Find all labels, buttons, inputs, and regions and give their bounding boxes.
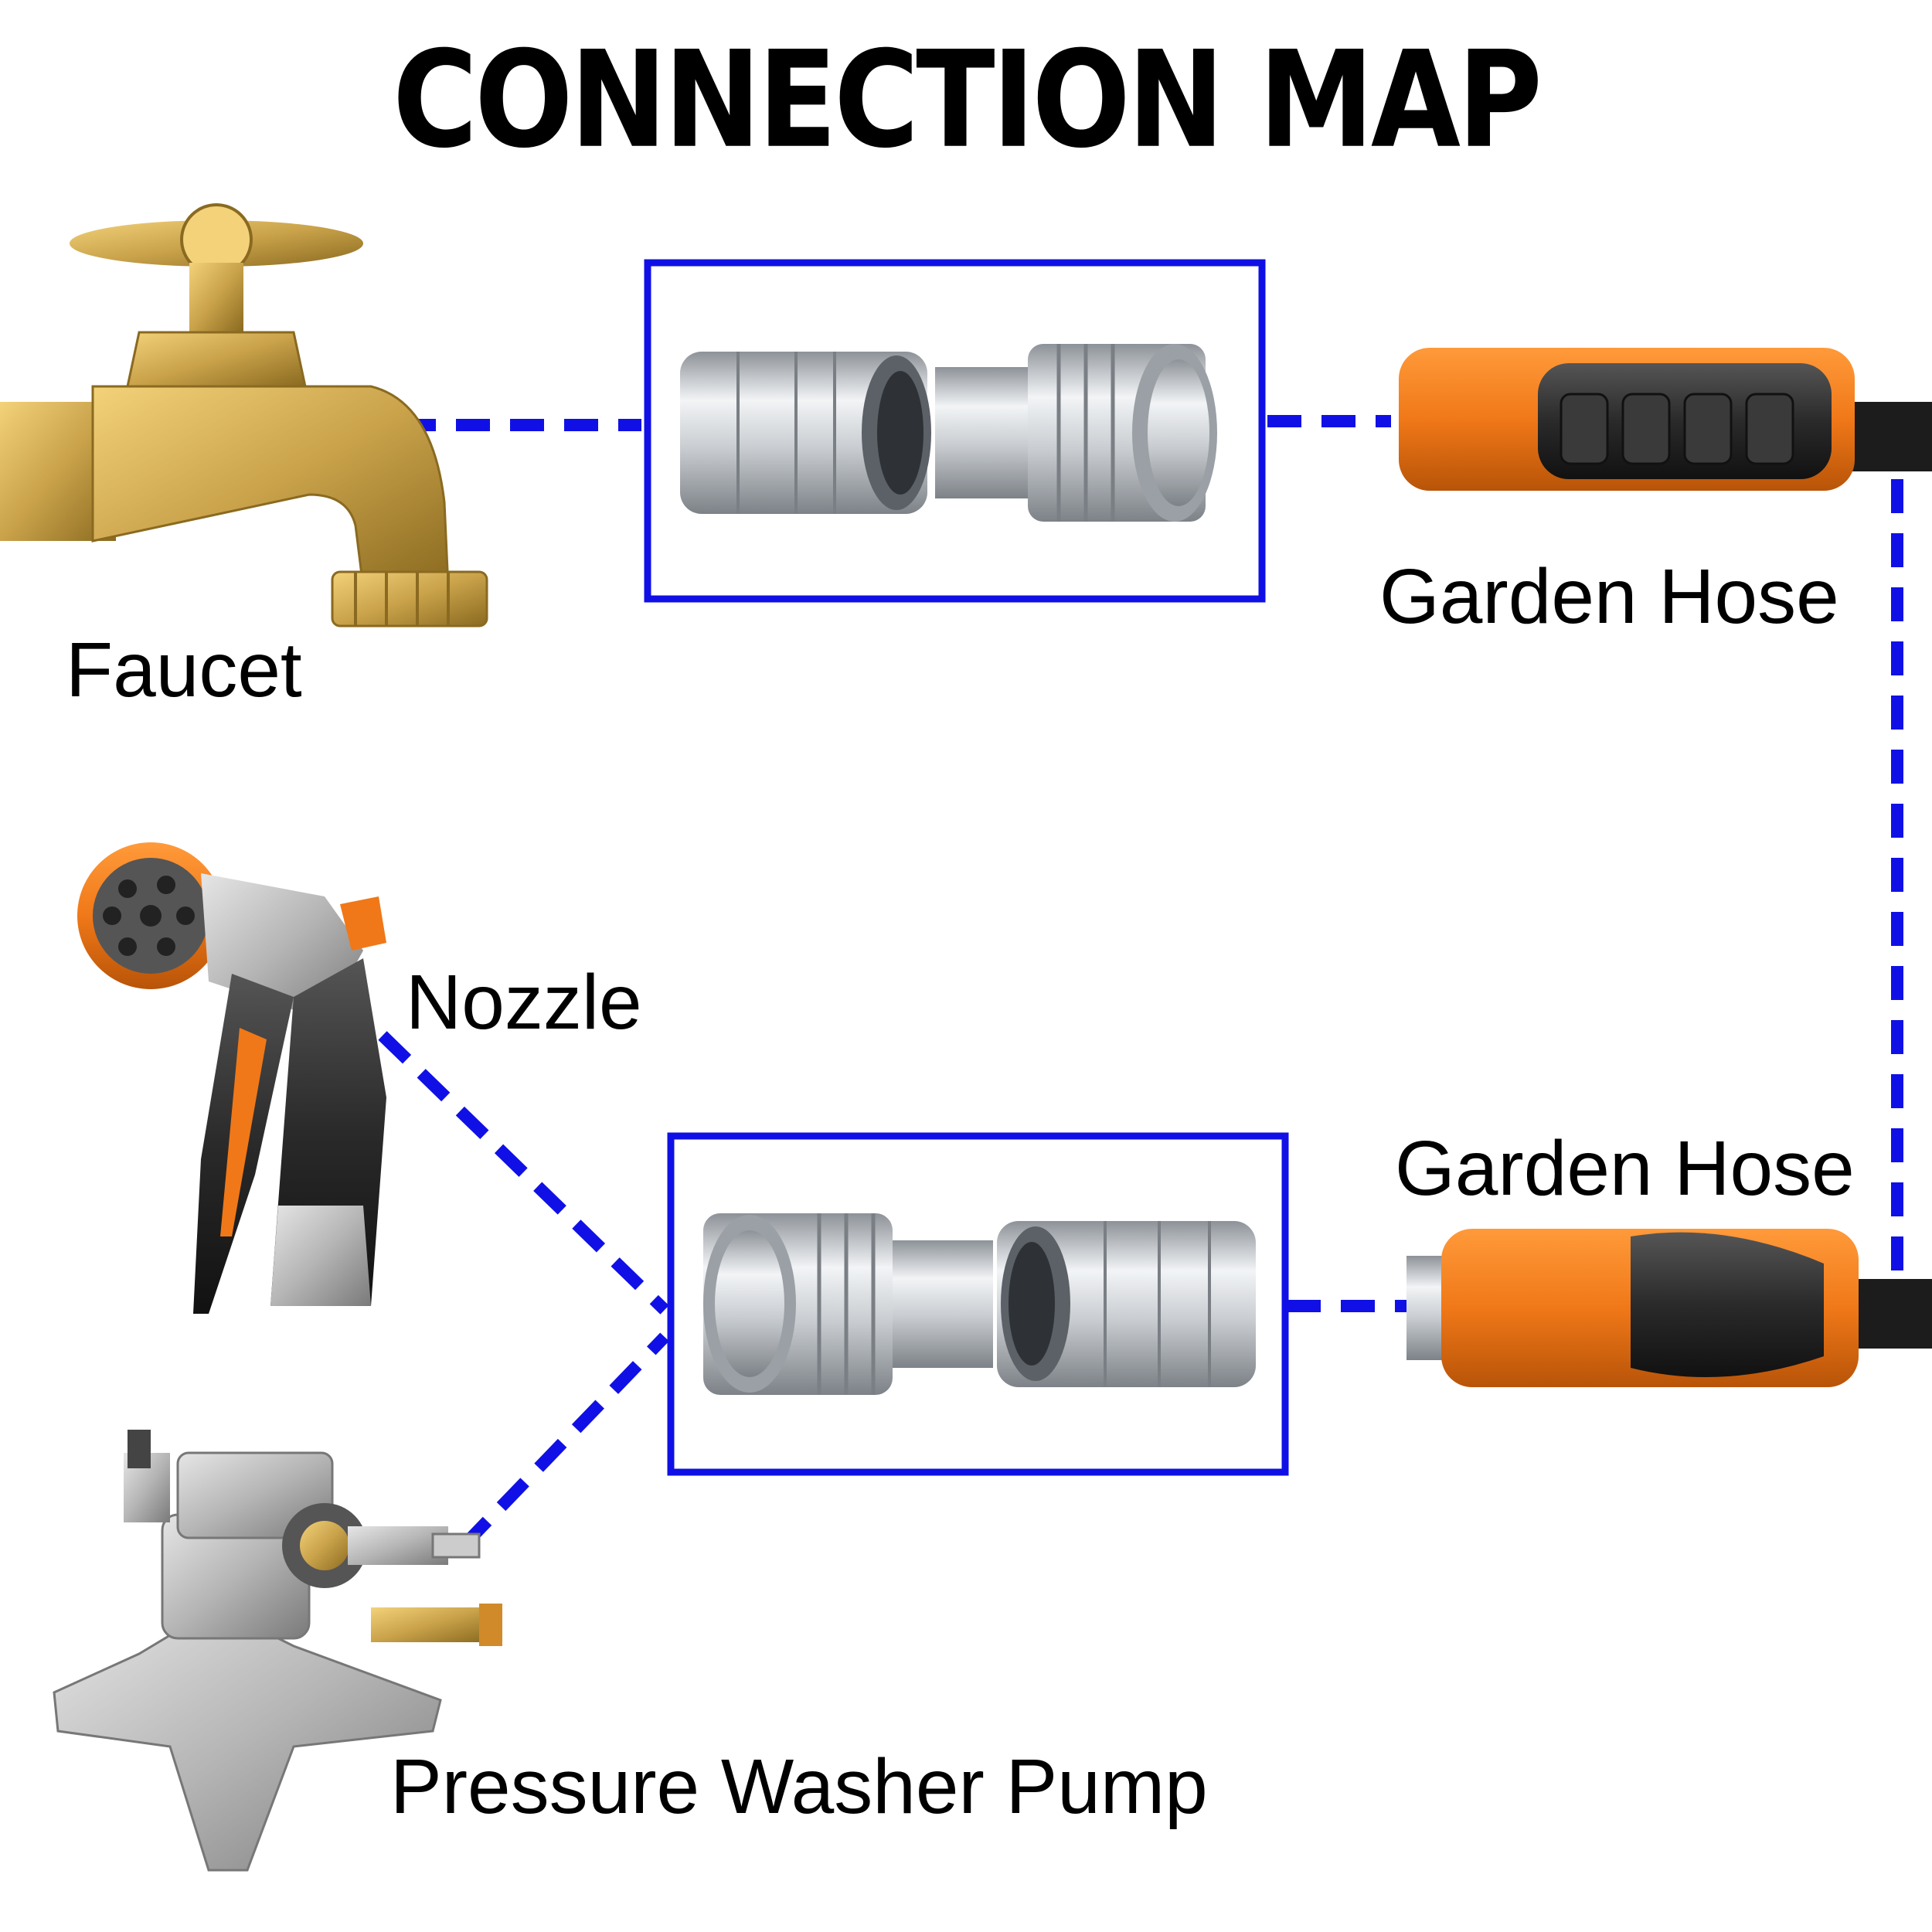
top-connector-frame xyxy=(644,259,1266,603)
faucet-label: Faucet xyxy=(66,627,302,713)
garden-hose-image xyxy=(1406,1229,1932,1387)
bottom-connector-frame xyxy=(667,1132,1289,1476)
pressure-washer-pump-image xyxy=(53,1430,502,1872)
garden-hose-bottom-label: Garden Hose xyxy=(1395,1125,1855,1212)
hose-nozzle-image xyxy=(77,842,386,1314)
quick-connector-image xyxy=(703,1213,1256,1395)
page-title: CONNECTION MAP xyxy=(393,23,1543,179)
garden-hose-top-label: Garden Hose xyxy=(1379,553,1839,640)
quick-connector-image xyxy=(680,344,1217,522)
nozzle-label: Nozzle xyxy=(406,959,642,1046)
faucet-image xyxy=(0,203,488,628)
pressure-washer-pump-label: Pressure Washer Pump xyxy=(390,1743,1208,1830)
line-pump-to-bottom-connector xyxy=(459,1332,669,1550)
garden-hose-image xyxy=(1399,348,1932,491)
line-nozzle-to-bottom-connector xyxy=(378,1031,669,1315)
